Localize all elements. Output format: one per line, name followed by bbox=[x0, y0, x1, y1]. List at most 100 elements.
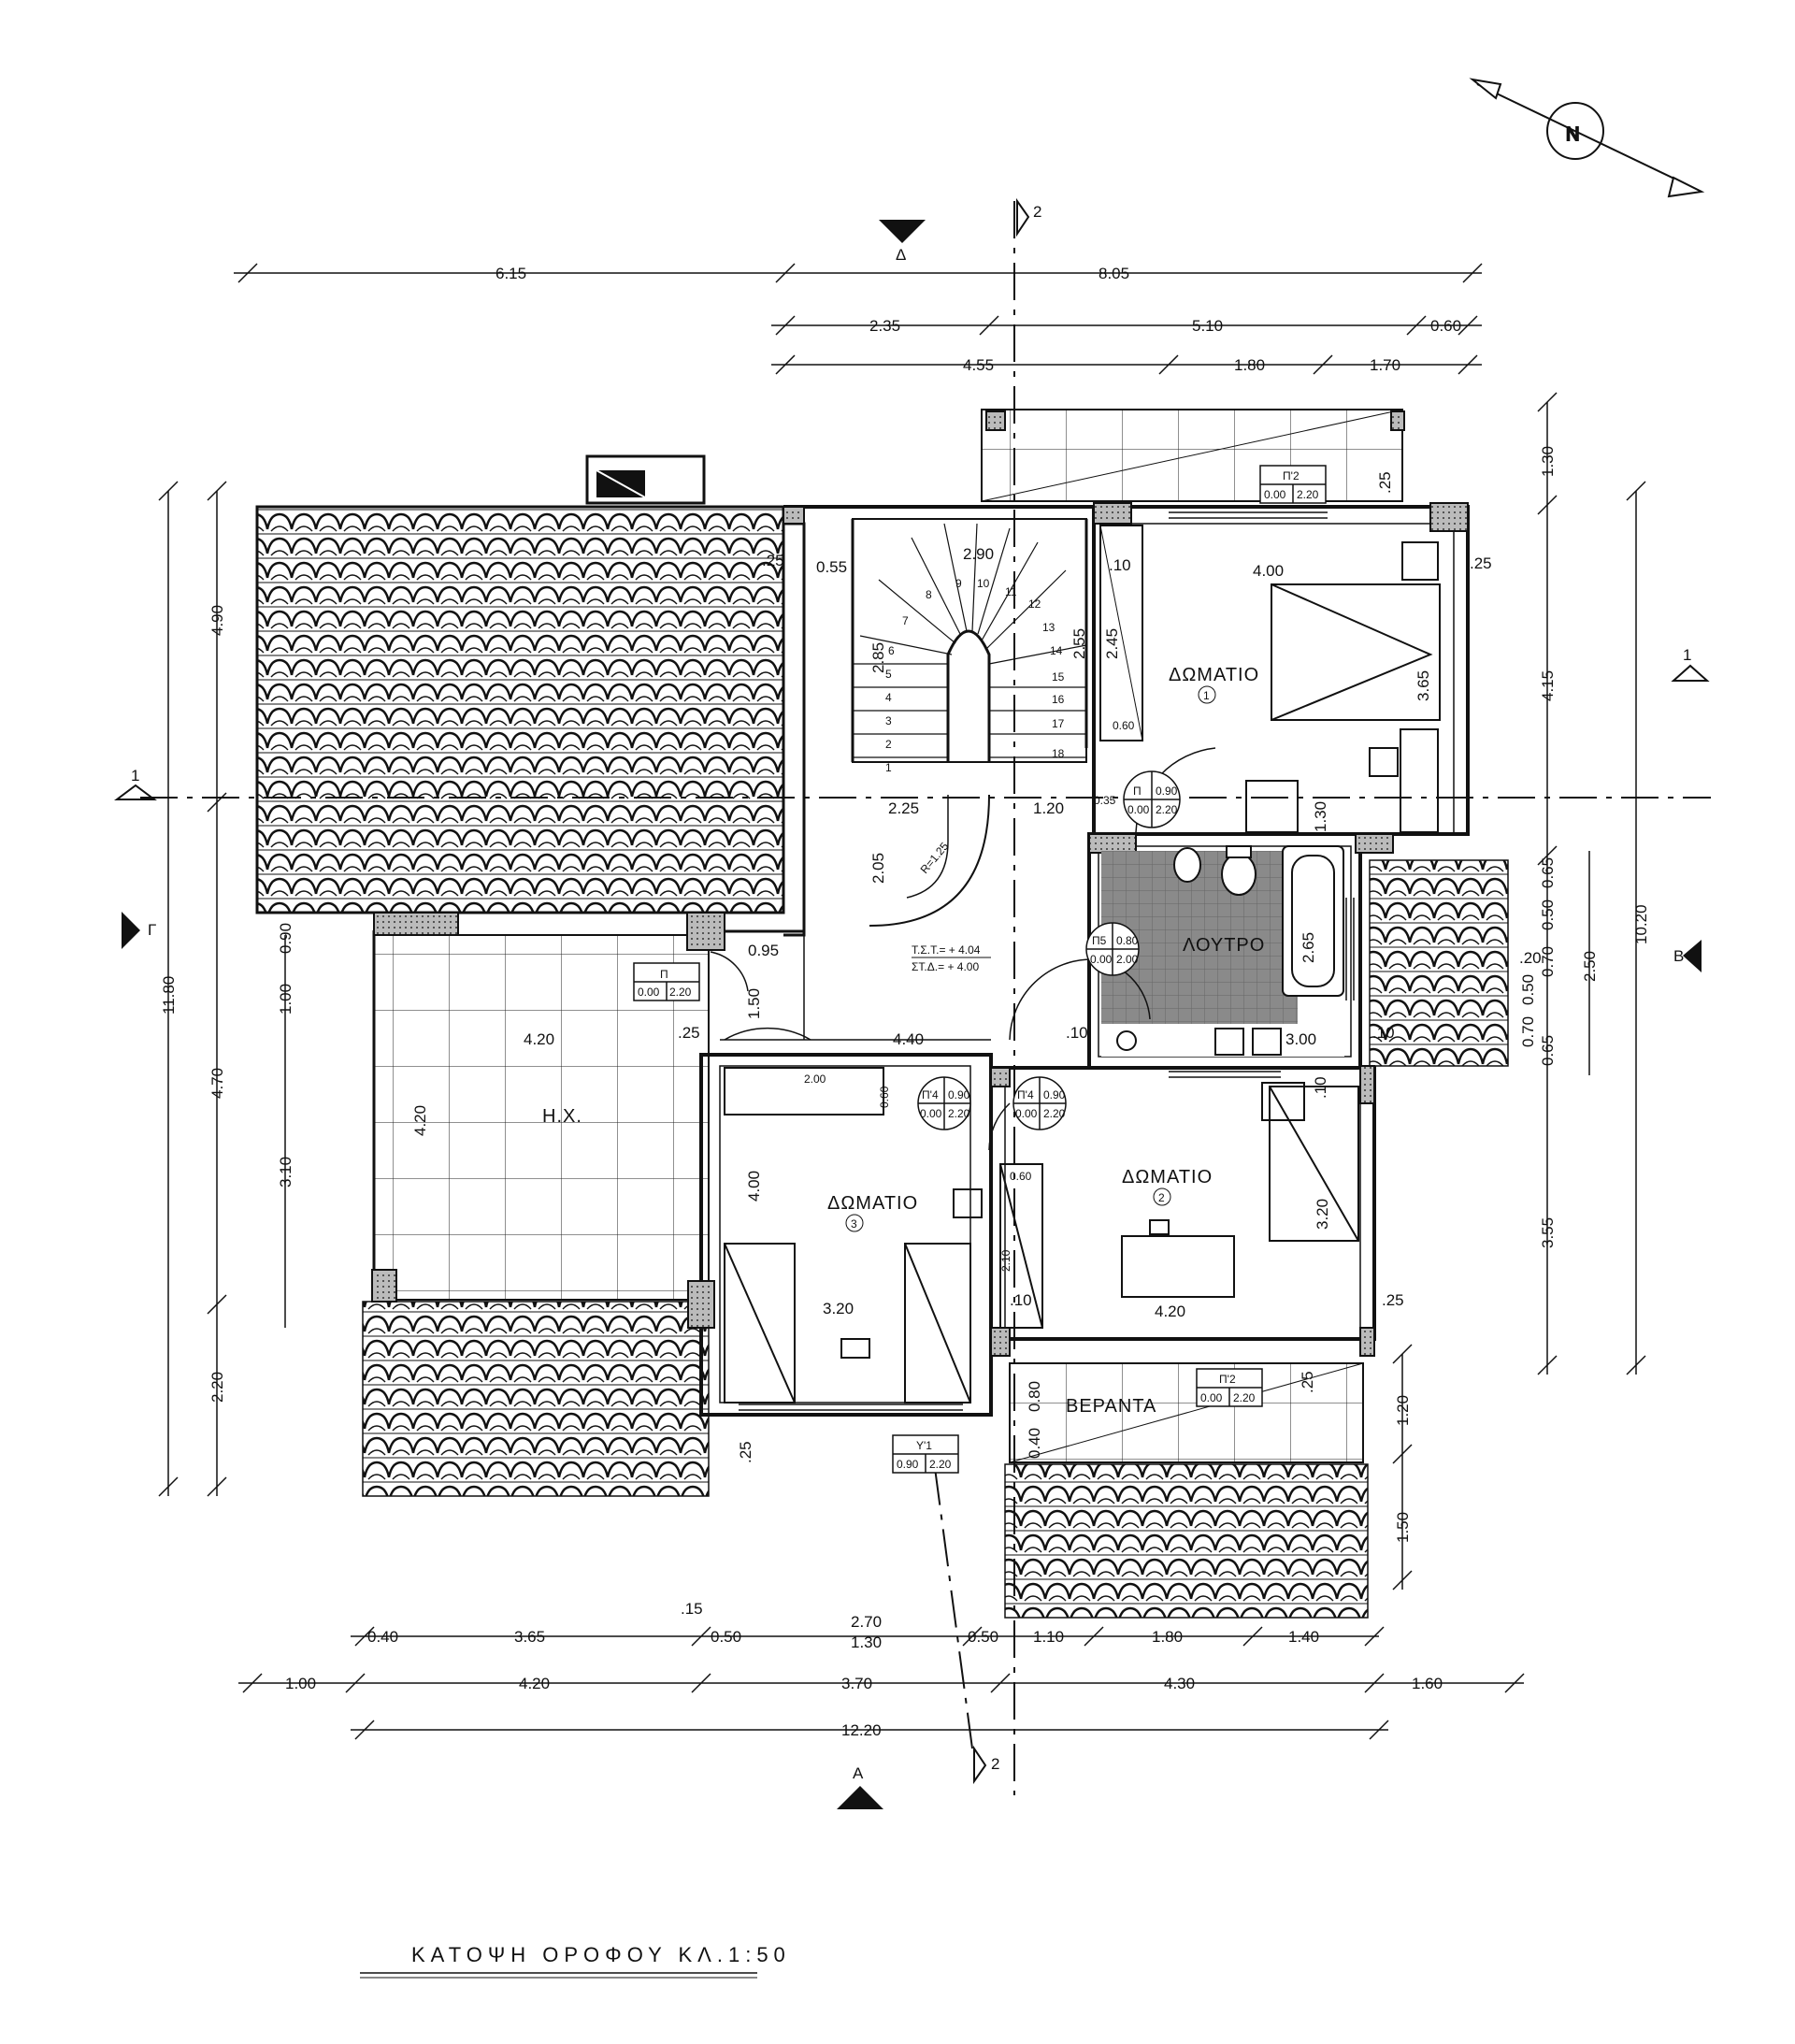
section-2-bottom-label: 2 bbox=[991, 1755, 999, 1773]
dimension-ticks bbox=[158, 263, 1646, 1740]
dim-right-0-65a: 0.65 bbox=[1539, 857, 1557, 888]
elevation-b-label: Β bbox=[1673, 947, 1684, 965]
dim-top-8-05: 8.05 bbox=[1099, 265, 1129, 282]
tag-p4a-label: Π'4 bbox=[922, 1088, 939, 1101]
roof-tiles bbox=[255, 505, 1509, 1619]
tag-y1-label: Υ'1 bbox=[916, 1439, 932, 1452]
dim-left-1-00: 1.00 bbox=[277, 984, 294, 1015]
dim-bottom-1-40: 1.40 bbox=[1288, 1628, 1319, 1646]
dim-int-2-55: 2.55 bbox=[1070, 628, 1088, 659]
door-tag-text: Π 0.00 2.20 Π 0.90 0.00 2.20 Π5 0.80 0.0… bbox=[638, 469, 1319, 1471]
dim-top-2-35: 2.35 bbox=[869, 317, 900, 335]
dim-int-2-25: 2.25 bbox=[888, 799, 919, 817]
dim-int-0-60c: 0.60 bbox=[1010, 1170, 1032, 1183]
dim-int-025b: .25 bbox=[678, 1024, 700, 1042]
dim-int-0-40: 0.40 bbox=[1026, 1428, 1043, 1459]
north-letter: Ν bbox=[1566, 124, 1580, 145]
dim-top-6-15: 6.15 bbox=[495, 265, 526, 282]
elevation-a-label: Α bbox=[853, 1764, 864, 1782]
dim-int-010b: .10 bbox=[1066, 1024, 1088, 1042]
room2-number: 2 bbox=[1158, 1191, 1165, 1204]
dim-bottom-0-40: 0.40 bbox=[367, 1628, 398, 1646]
stair-step-number: 8 bbox=[926, 588, 932, 601]
stair-step-number: 5 bbox=[885, 668, 892, 681]
dim-bottom-1-00: 1.00 bbox=[285, 1675, 316, 1692]
dim-int-0-60b: 0.60 bbox=[878, 1086, 891, 1108]
tag-p2a-label: Π'2 bbox=[1283, 469, 1300, 482]
stair-step-number: 9 bbox=[955, 577, 962, 590]
hx-label: Η.Χ. bbox=[542, 1106, 582, 1127]
dim-int-010d: .10 bbox=[1010, 1291, 1032, 1309]
tag-p4a-height: 2.20 bbox=[948, 1107, 970, 1120]
level-std: ΣΤ.Δ.= + 4.00 bbox=[912, 960, 979, 973]
columns bbox=[371, 410, 1469, 1357]
dim-int-4-20-hx-v: 4.20 bbox=[411, 1105, 429, 1136]
dim-right-020: .20 bbox=[1519, 949, 1542, 967]
section-marker-1-right: 1 bbox=[1671, 646, 1710, 682]
elevation-marker-b: Β bbox=[1673, 940, 1702, 972]
dim-int-2-65: 2.65 bbox=[1300, 932, 1317, 963]
tag-p-label: Π bbox=[660, 968, 668, 981]
room3-number: 3 bbox=[851, 1217, 857, 1231]
section-marker-1-left: 1 bbox=[114, 767, 157, 800]
dim-bottom-12-20: 12.20 bbox=[841, 1721, 882, 1739]
dim-bottom-015: .15 bbox=[681, 1600, 703, 1618]
chimney bbox=[585, 454, 706, 505]
dim-int-025e: .25 bbox=[1376, 471, 1394, 494]
dim-int-010e: .10 bbox=[1312, 1076, 1329, 1099]
section-marker-2-bottom: 2 bbox=[973, 1745, 999, 1785]
dim-int-025d: .25 bbox=[1299, 1371, 1316, 1393]
elevation-marker-a: Α bbox=[837, 1764, 883, 1809]
dim-int-4-20-r2: 4.20 bbox=[1155, 1303, 1185, 1320]
stair-step-number: 4 bbox=[885, 691, 892, 704]
dim-right-0-70b: 0.70 bbox=[1519, 1016, 1537, 1047]
dim-right-1-50: 1.50 bbox=[1394, 1512, 1412, 1543]
section-axes bbox=[140, 201, 1711, 1795]
dim-bottom-3-70: 3.70 bbox=[841, 1675, 872, 1692]
elevation-marker-g: Γ bbox=[122, 912, 156, 949]
tag-pstair-label: Π bbox=[1133, 784, 1142, 798]
dim-int-3-20-r3: 3.20 bbox=[823, 1300, 854, 1317]
dim-bottom-1-60: 1.60 bbox=[1412, 1675, 1443, 1692]
dim-int-1-30: 1.30 bbox=[1312, 801, 1329, 832]
dim-left-11-80: 11.80 bbox=[160, 976, 178, 1015]
tag-p4b-height: 2.20 bbox=[1043, 1107, 1066, 1120]
elevation-marker-d: Δ bbox=[879, 220, 926, 264]
tag-p5-sill: 0.00 bbox=[1090, 953, 1113, 966]
stair-step-number: 1 bbox=[885, 761, 892, 774]
tag-p-height: 2.20 bbox=[669, 986, 692, 999]
tag-p5-height: 2.00 bbox=[1116, 953, 1139, 966]
dim-int-1-20: 1.20 bbox=[1033, 799, 1064, 817]
dim-int-3-65: 3.65 bbox=[1414, 670, 1432, 701]
tag-p4a-sill: 0.00 bbox=[920, 1107, 942, 1120]
stair-step-number: 3 bbox=[885, 714, 892, 727]
room1-label: ΔΩΜΑΤΙΟ bbox=[1169, 665, 1259, 685]
section-2-top-label: 2 bbox=[1033, 203, 1041, 221]
bathroom-label: ΛΟΥΤΡΟ bbox=[1183, 935, 1265, 956]
stair-step-number: 12 bbox=[1028, 597, 1041, 611]
dim-int-2-90: 2.90 bbox=[963, 545, 994, 563]
tag-pstair-sill: 0.00 bbox=[1127, 803, 1150, 816]
room1-number: 1 bbox=[1203, 689, 1210, 702]
dim-int-0-55: 0.55 bbox=[816, 558, 847, 576]
dim-int-4-40: 4.40 bbox=[893, 1030, 924, 1048]
dim-bottom-4-20: 4.20 bbox=[519, 1675, 550, 1692]
dim-left-4-70: 4.70 bbox=[208, 1068, 226, 1099]
section-marker-2-top: 2 bbox=[1016, 197, 1041, 238]
room3-label: ΔΩΜΑΤΙΟ bbox=[827, 1193, 918, 1214]
veranda-label: ΒΕΡΑΝΤΑ bbox=[1066, 1396, 1156, 1417]
tag-p2a-height: 2.20 bbox=[1297, 488, 1319, 501]
dim-bottom-0-50b: 0.50 bbox=[968, 1628, 998, 1646]
dim-left-3-10: 3.10 bbox=[277, 1157, 294, 1188]
room-labels: ΔΩΜΑΤΙΟ 1 ΔΩΜΑΤΙΟ 2 ΔΩΜΑΤΙΟ 3 ΛΟΥΤΡΟ Η.Χ… bbox=[542, 665, 1265, 1417]
dim-right-4-15: 4.15 bbox=[1539, 670, 1557, 701]
dim-int-2-45: 2.45 bbox=[1103, 628, 1121, 659]
dim-top-5-10: 5.10 bbox=[1192, 317, 1223, 335]
stair-step-number: 13 bbox=[1042, 621, 1055, 634]
tag-p2a-sill: 0.00 bbox=[1264, 488, 1286, 501]
north-arrow: Ν bbox=[1469, 78, 1705, 198]
dim-right-10-20: 10.20 bbox=[1632, 904, 1650, 944]
dim-bottom-1-10: 1.10 bbox=[1033, 1628, 1064, 1646]
dim-int-025f: .25 bbox=[1470, 554, 1492, 572]
